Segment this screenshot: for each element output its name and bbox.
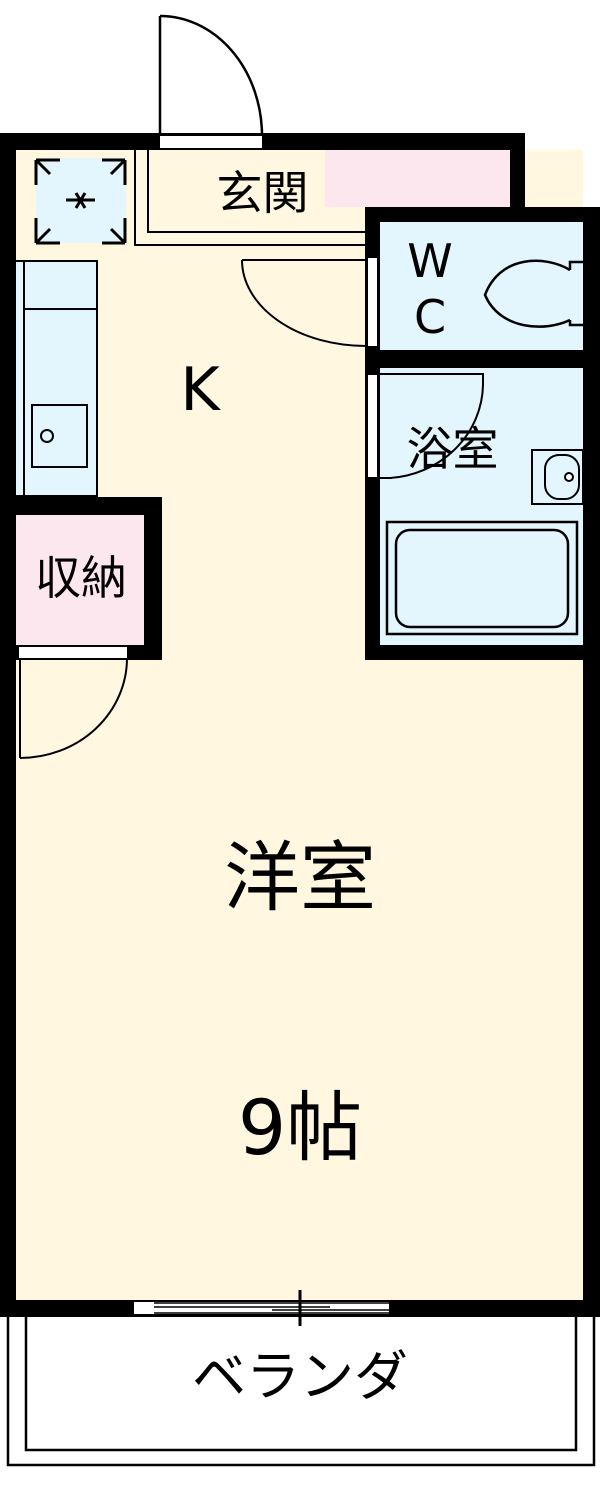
toilet-label-c: C: [413, 290, 447, 344]
wall-wc-bath-divider: [365, 350, 600, 368]
shoe-storage: [325, 150, 510, 207]
wall-right: [583, 207, 600, 1316]
storage-label: 収納: [35, 551, 127, 605]
entry-door-icon: [158, 14, 264, 136]
wall-storage-top: [0, 497, 162, 515]
bathroom-room: [380, 368, 583, 645]
wall-top: [0, 133, 525, 150]
wall-left: [0, 133, 16, 1316]
storage-door-icon: [19, 657, 128, 759]
entry-door-opening[interactable]: [160, 136, 262, 148]
entrance-label: 玄関: [216, 166, 309, 220]
washbasin-icon: [531, 449, 584, 505]
wall-wet-bottom: [365, 645, 600, 660]
bathroom-door-icon: [380, 373, 484, 479]
kitchen-counter: [16, 260, 98, 497]
wall-storage-right: [144, 497, 162, 660]
toilet-room: [380, 222, 583, 350]
genkan-step-lines: [134, 150, 365, 246]
kitchen-label: K: [180, 355, 220, 425]
western-room-size: 9帖: [237, 1083, 363, 1172]
balcony-outline: [6, 1316, 596, 1467]
balcony-label: ベランダ: [192, 1345, 408, 1408]
storage-door-opening[interactable]: [19, 647, 127, 658]
storage-closet: [16, 515, 144, 645]
bathroom-door-opening[interactable]: [368, 375, 377, 477]
western-room-label: 洋室: [224, 833, 376, 922]
wall-top-right-notch: [510, 133, 525, 222]
bathtub-icon: [385, 520, 579, 636]
washing-machine-icon: [34, 158, 127, 245]
toilet-label-w: W: [407, 234, 453, 288]
wall-wet-top: [365, 207, 600, 222]
kitchen-sink-icon: [23, 262, 96, 497]
sliding-window-icon: [154, 1290, 446, 1326]
toilet-bowl-icon: [483, 259, 583, 328]
bathroom-label: 浴室: [406, 422, 499, 476]
sliding-window-opening[interactable]: [134, 1302, 389, 1314]
toilet-door-icon: [241, 259, 367, 347]
toilet-door-opening[interactable]: [368, 258, 377, 346]
